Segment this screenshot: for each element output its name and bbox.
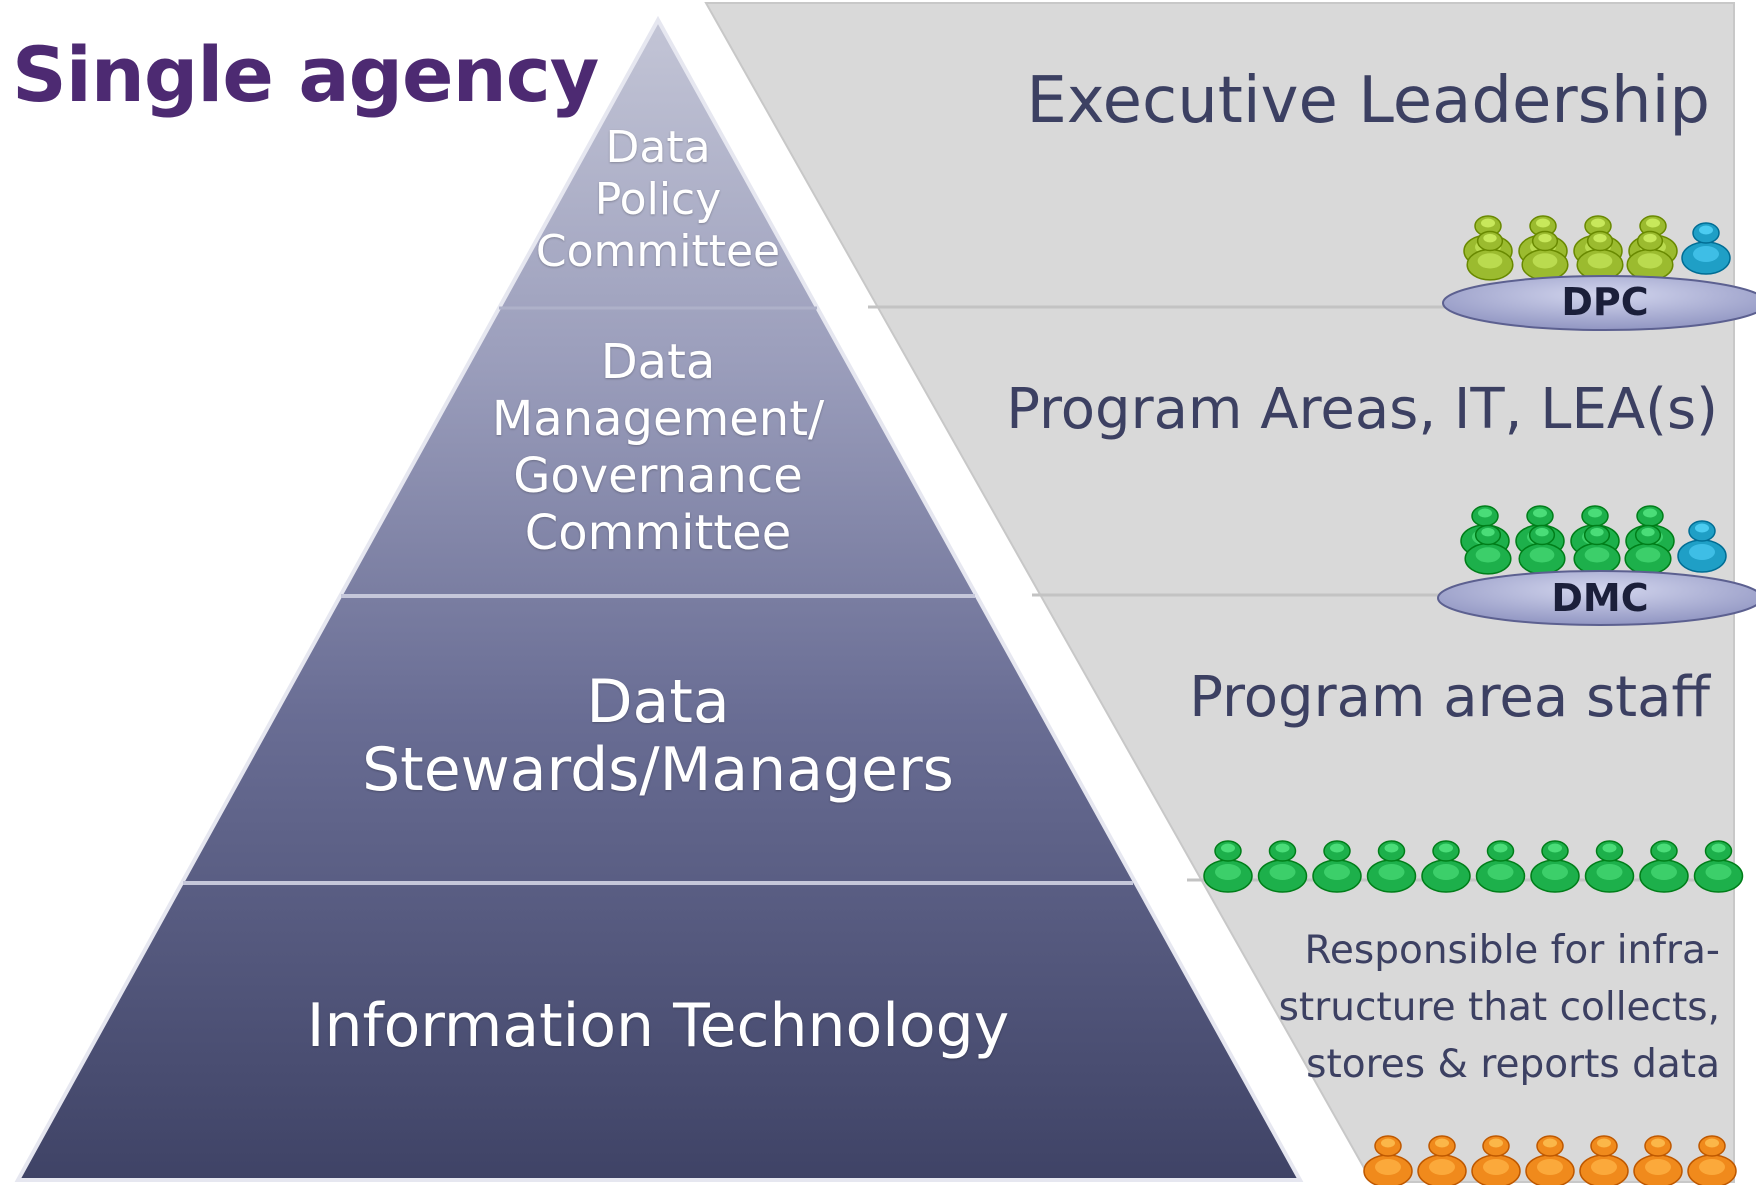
tier-label-dmc: Data Management/ Governance Committee	[491, 334, 825, 561]
staff-people	[1203, 840, 1744, 893]
person-icon	[1677, 520, 1727, 573]
person-icon	[1203, 840, 1253, 893]
dmc-badge	[1437, 570, 1756, 626]
person-icon	[1573, 524, 1621, 575]
tier-label-dpc: Data Policy Committee	[535, 122, 781, 277]
person-icon	[1530, 840, 1580, 893]
person-icon	[1521, 230, 1569, 281]
person-icon	[1626, 230, 1674, 281]
person-icon	[1421, 840, 1471, 893]
person-icon	[1525, 1135, 1575, 1185]
person-icon	[1417, 1135, 1467, 1185]
person-icon	[1363, 1135, 1413, 1185]
role-executive-leadership: Executive Leadership	[1026, 64, 1710, 138]
dmc-badge-label: DMC	[1551, 576, 1649, 620]
person-icon	[1579, 1135, 1629, 1185]
role-program-areas: Program Areas, IT, LEA(s)	[1006, 377, 1718, 442]
person-icon	[1466, 230, 1514, 281]
person-icon	[1687, 1135, 1737, 1185]
dpc-badge	[1442, 275, 1756, 331]
person-icon	[1639, 840, 1689, 893]
person-icon	[1475, 840, 1526, 893]
person-icon	[1366, 840, 1417, 893]
person-icon	[1576, 230, 1624, 281]
page-title: Single agency	[12, 30, 599, 119]
tier-label-stewards: Data Stewards/Managers	[362, 667, 954, 805]
tier-label-it: Information Technology	[306, 991, 1010, 1061]
person-icon	[1257, 840, 1308, 893]
it-responsibility-note: Responsible for infra- structure that co…	[1278, 928, 1720, 1087]
person-icon	[1471, 1135, 1521, 1185]
dmc-group	[1437, 505, 1756, 626]
dpc-badge-label: DPC	[1561, 280, 1649, 324]
person-icon	[1681, 222, 1731, 275]
person-icon	[1312, 840, 1362, 893]
dpc-people	[1463, 215, 1731, 281]
dmc-people	[1460, 505, 1727, 575]
person-icon	[1464, 524, 1512, 575]
dpc-group	[1442, 215, 1756, 331]
it-people	[1363, 1135, 1737, 1185]
person-icon	[1633, 1135, 1683, 1185]
person-icon	[1584, 840, 1635, 893]
person-icon	[1518, 524, 1566, 575]
person-icon	[1624, 524, 1672, 575]
role-program-staff: Program area staff	[1189, 665, 1710, 730]
person-icon	[1693, 840, 1744, 893]
pyramid	[14, 15, 1304, 1182]
